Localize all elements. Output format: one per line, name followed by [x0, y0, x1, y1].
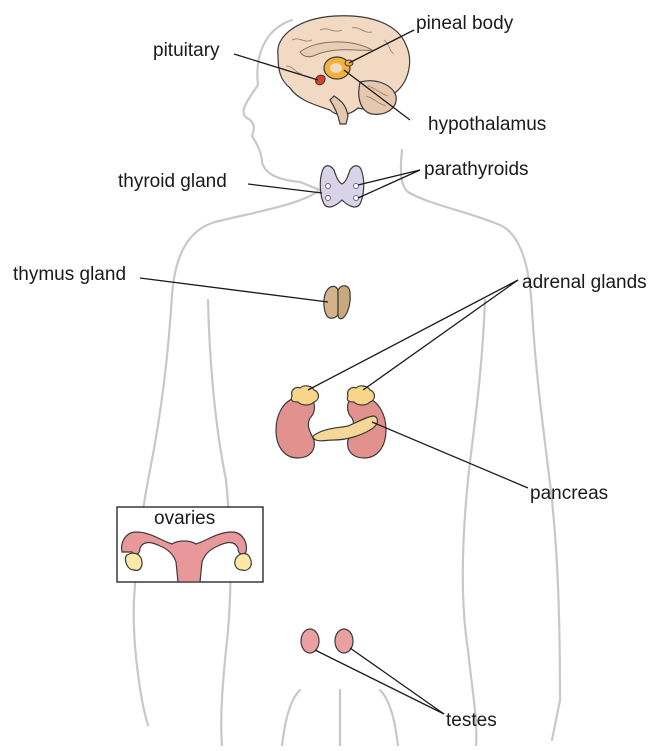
label-thyroid-gland: thyroid gland	[118, 171, 227, 192]
thyroid	[320, 166, 363, 207]
label-pituitary: pituitary	[153, 40, 220, 61]
parathyroid-2	[326, 196, 331, 201]
leader-pancreas	[372, 422, 528, 488]
thymus-lobe-right	[338, 286, 350, 319]
leader-thymus-gland	[140, 278, 328, 302]
label-adrenal-glands: adrenal glands	[522, 272, 647, 293]
kidney-left	[276, 397, 315, 459]
hypothalamus-center	[330, 63, 342, 73]
label-testes: testes	[446, 710, 497, 731]
leader-parathyroid-upper	[358, 170, 420, 185]
testis-right	[335, 629, 353, 653]
parathyroid-3	[354, 184, 359, 189]
leader-adrenal-right	[363, 280, 518, 390]
ovary-right	[235, 554, 251, 571]
label-thymus-gland: thymus gland	[13, 264, 126, 285]
testis-left	[301, 629, 319, 653]
label-pineal-body: pineal body	[416, 13, 514, 34]
adrenal-gland-left	[291, 386, 318, 405]
leader-testes-right	[350, 648, 444, 714]
label-pancreas: pancreas	[530, 483, 608, 504]
testes	[301, 629, 353, 653]
parathyroid-4	[354, 196, 359, 201]
label-hypothalamus: hypothalamus	[428, 114, 546, 135]
adrenal-gland-right	[347, 386, 374, 405]
label-parathyroids: parathyroids	[424, 159, 529, 180]
brain	[278, 16, 410, 124]
label-ovaries: ovaries	[154, 508, 215, 529]
labels: pineal body pituitary hypothalamus thyro…	[13, 13, 647, 731]
parathyroid-1	[326, 184, 331, 189]
leader-testes-left	[315, 650, 444, 714]
